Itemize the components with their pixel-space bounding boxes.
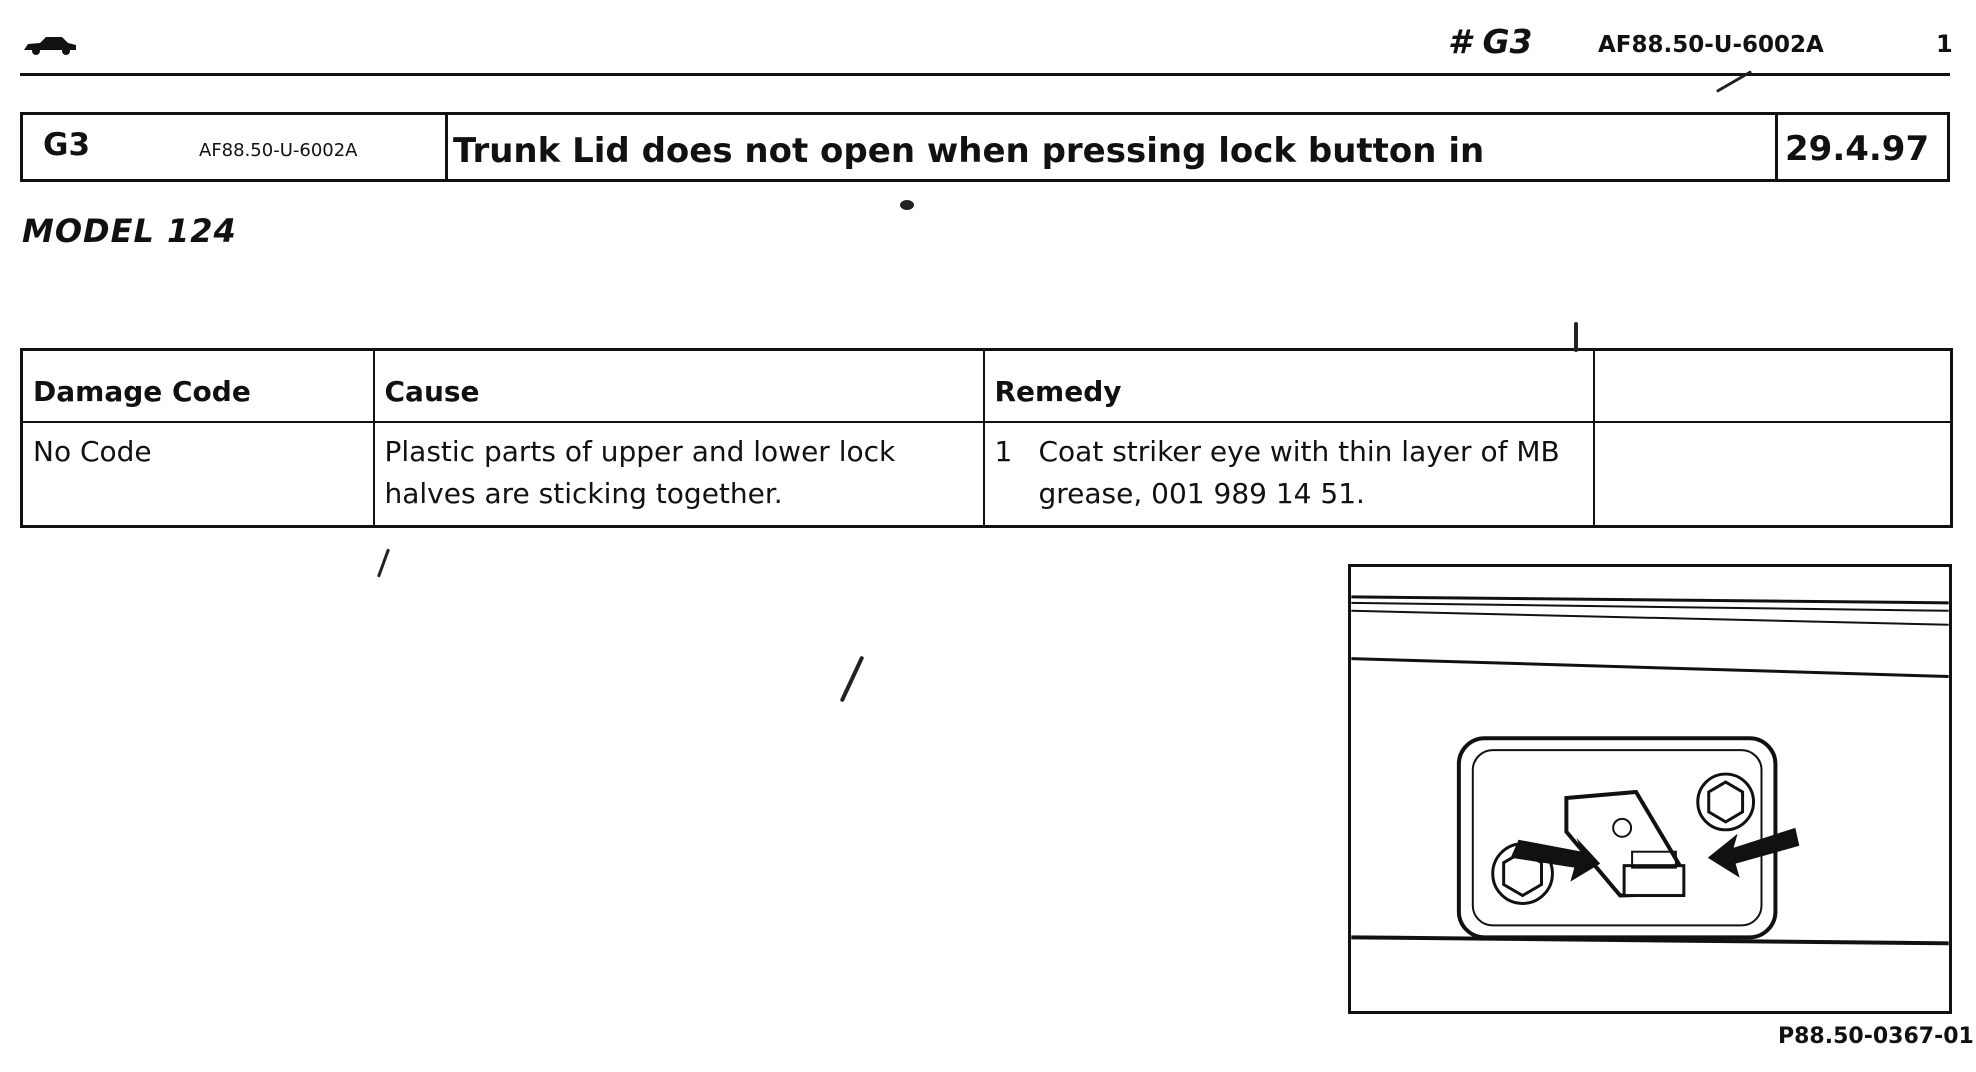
header-rule bbox=[20, 73, 1950, 76]
table-row: No Code Plastic parts of upper and lower… bbox=[20, 421, 1953, 527]
column-header-notes bbox=[1592, 348, 1953, 423]
cause-cell: Plastic parts of upper and lower lock ha… bbox=[372, 421, 985, 527]
title-date: 29.4.97 bbox=[1785, 129, 1930, 169]
document-reference: AF88.50-U-6002A bbox=[1598, 32, 1824, 58]
title-box-divider bbox=[1775, 115, 1778, 179]
notes-cell bbox=[1592, 421, 1953, 527]
scan-speck bbox=[376, 548, 391, 578]
title-box: G3 AF88.50-U-6002A Trunk Lid does not op… bbox=[20, 112, 1950, 182]
scan-speck bbox=[900, 200, 914, 210]
trunk-lock-striker-illustration bbox=[1348, 564, 1952, 1014]
title-reference: AF88.50-U-6002A bbox=[199, 140, 358, 161]
page-number: 1 bbox=[1936, 30, 1953, 58]
table-header-row: Damage Code Cause Remedy bbox=[20, 348, 1953, 423]
scan-speck bbox=[839, 655, 865, 703]
column-header-damage-code: Damage Code bbox=[20, 348, 375, 423]
remedy-step-text: Coat striker eye with thin layer of MB g… bbox=[1038, 435, 1560, 510]
document-code: # G3 bbox=[1448, 22, 1533, 61]
column-header-remedy: Remedy bbox=[982, 348, 1595, 423]
damage-code-cell: No Code bbox=[20, 421, 375, 527]
figure-reference: P88.50-0367-01 bbox=[1778, 1024, 1974, 1049]
title-code: G3 bbox=[43, 127, 91, 163]
column-header-cause: Cause bbox=[372, 348, 985, 423]
remedy-step-number: 1 bbox=[994, 435, 1013, 468]
page-title: Trunk Lid does not open when pressing lo… bbox=[453, 131, 1485, 171]
diagnosis-table: Damage Code Cause Remedy No Code Plastic… bbox=[20, 348, 1953, 528]
remedy-cell: 1 Coat striker eye with thin layer of MB… bbox=[982, 421, 1595, 527]
title-box-divider bbox=[445, 115, 448, 179]
model-label: MODEL 124 bbox=[22, 212, 237, 250]
scan-speck bbox=[1574, 322, 1578, 352]
car-icon bbox=[24, 37, 76, 55]
